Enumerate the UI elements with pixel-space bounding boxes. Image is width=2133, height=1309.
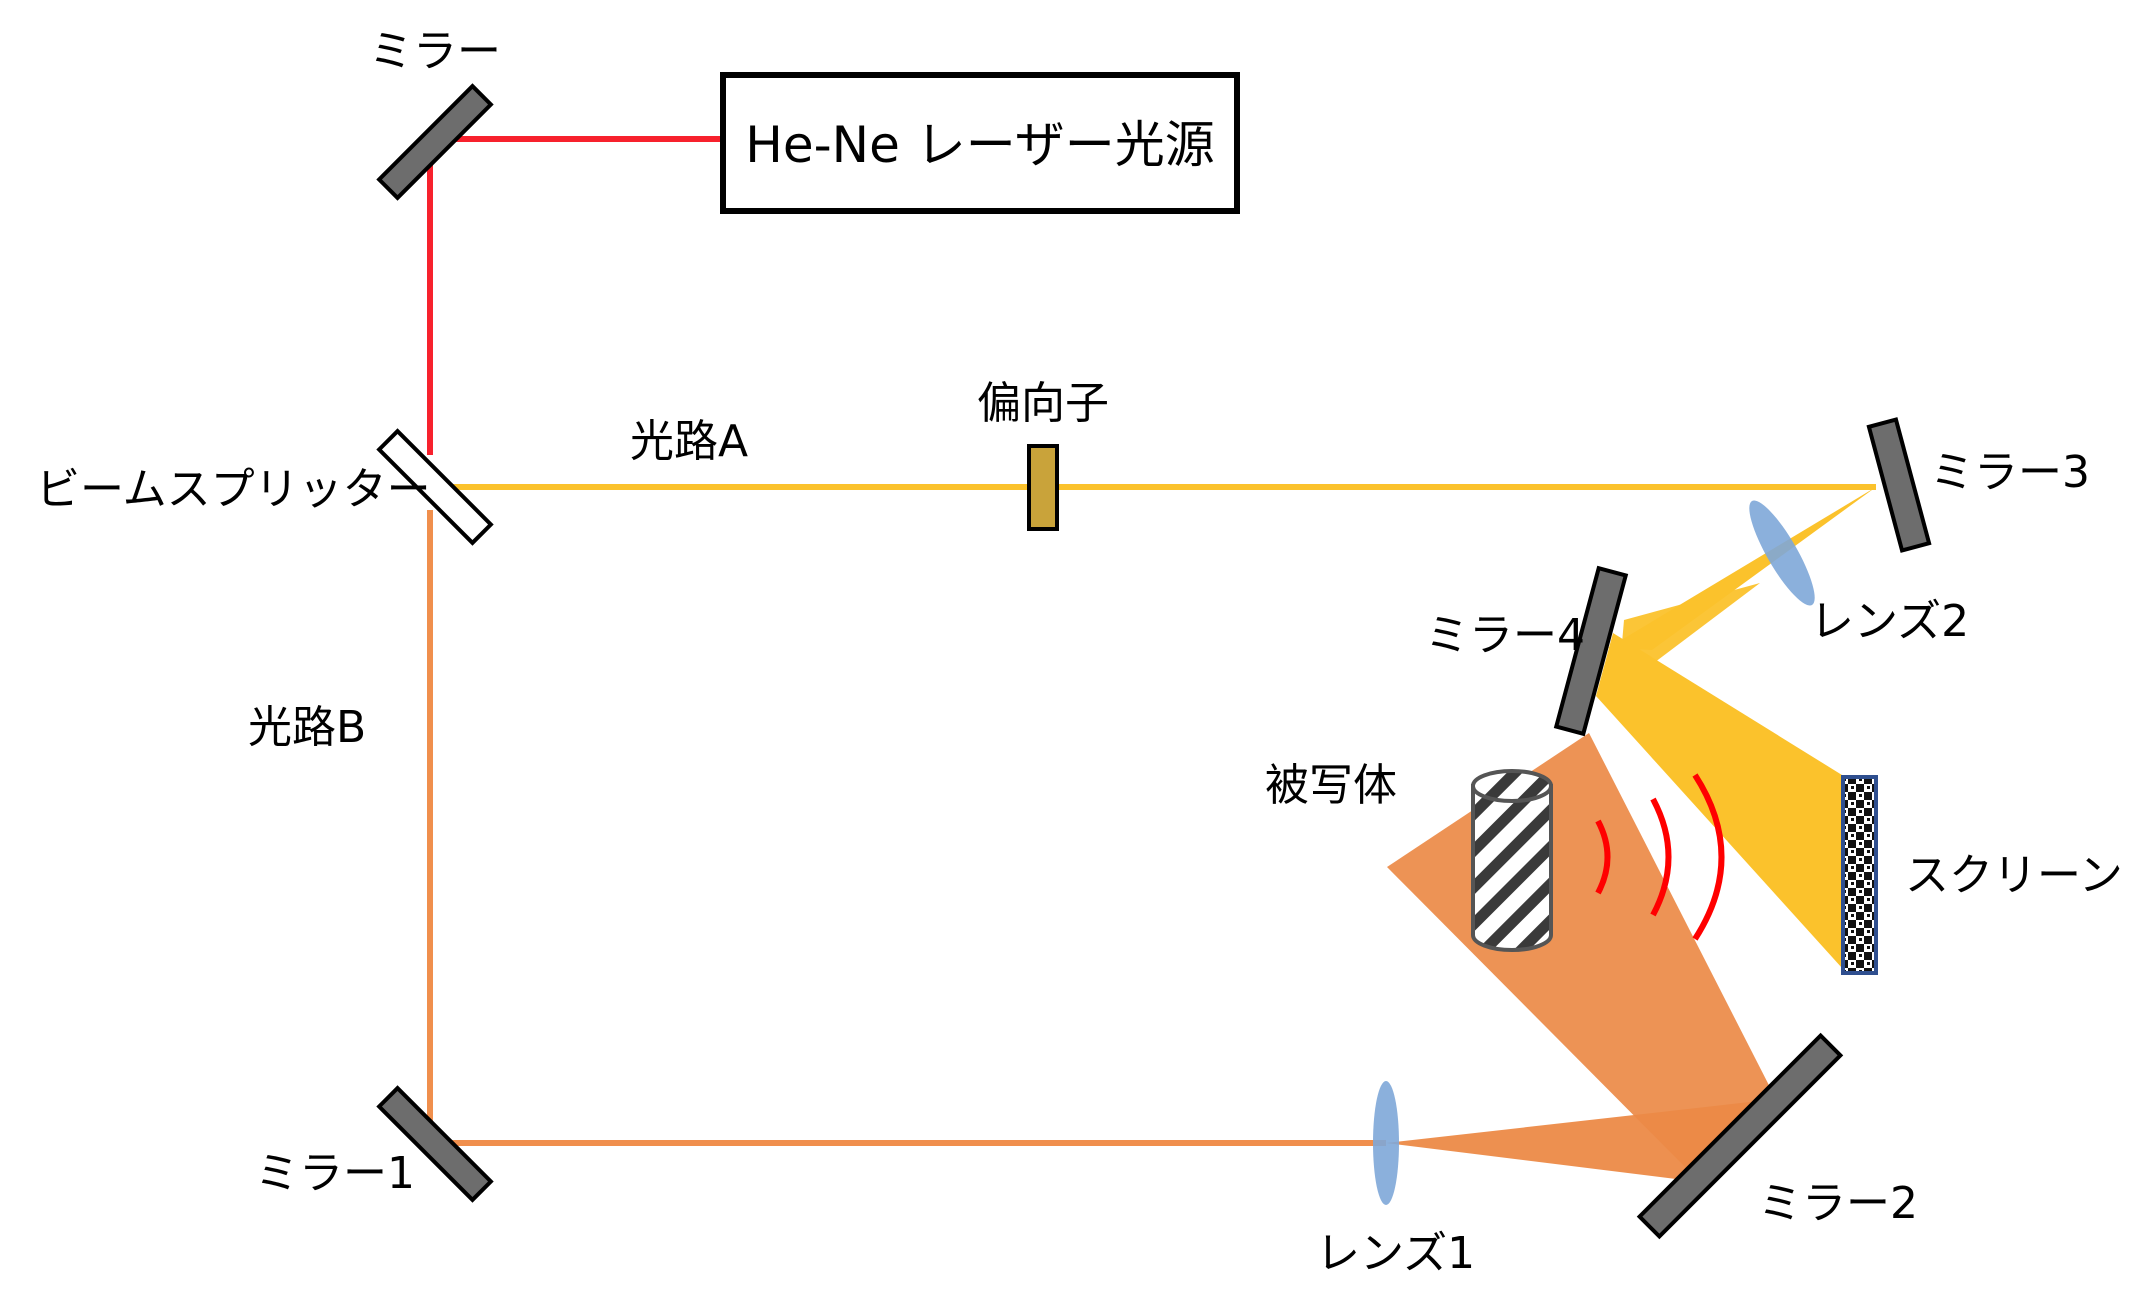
mirror-3-body xyxy=(1866,417,1932,553)
lens-1: レンズ1 xyxy=(1316,1081,1475,1279)
path-a-reference-beam-to-screen xyxy=(1596,633,1842,968)
mirror-1-label: ミラー1 xyxy=(255,1148,415,1199)
polarizer-body xyxy=(1027,444,1059,531)
beam-splitter-body xyxy=(376,428,494,546)
lens-1-label: レンズ1 xyxy=(1316,1228,1475,1279)
mirror-top-body xyxy=(376,83,494,201)
laser-source-label: He-Ne レーザー光源 xyxy=(745,116,1214,174)
mirror-2-body xyxy=(1636,1032,1844,1240)
mirror-2: ミラー2 xyxy=(1636,1032,1918,1240)
lens-1-body xyxy=(1373,1081,1399,1205)
mirror-4-body xyxy=(1553,565,1629,737)
wave-arc-1 xyxy=(1595,819,1611,895)
wave-arc-3 xyxy=(1692,773,1725,941)
screen-body xyxy=(1841,775,1878,975)
mirror-3-label: ミラー3 xyxy=(1930,447,2090,498)
object-cylinder-body xyxy=(1471,784,1553,952)
wave-arc-2 xyxy=(1650,797,1672,917)
mirror-1: ミラー1 xyxy=(255,1085,494,1203)
laser-beam-line xyxy=(427,136,722,455)
object-label: 被写体 xyxy=(1265,760,1397,811)
polarizer-label: 偏向子 xyxy=(977,378,1109,429)
mirror-top-label: ミラー xyxy=(369,26,501,77)
path-a-beam xyxy=(430,484,1876,968)
laser-source-box xyxy=(720,72,1240,214)
beam-splitter-label: ビームスプリッター xyxy=(36,464,431,515)
polarizer: 偏向子 xyxy=(977,378,1109,531)
laser-beam xyxy=(427,136,722,455)
laser-source: He-Ne レーザー光源 xyxy=(720,72,1240,214)
mirror-top: ミラー xyxy=(369,26,501,201)
object-cylinder: 被写体 xyxy=(1265,760,1553,952)
screen: スクリーン xyxy=(1841,775,2123,975)
mirror-3: ミラー3 xyxy=(1866,417,2090,553)
screen-label: スクリーン xyxy=(1905,850,2123,901)
path-a-label: 光路A xyxy=(630,416,748,467)
object-cylinder-top xyxy=(1471,769,1553,803)
beam-splitter: ビームスプリッター xyxy=(36,428,494,546)
mirror-4: ミラー4 xyxy=(1425,565,1629,737)
lens-2-body xyxy=(1749,500,1815,606)
lens-2: レンズ2 xyxy=(1749,500,1969,647)
mirror-1-body xyxy=(376,1085,494,1203)
scattered-waves xyxy=(1595,773,1725,941)
path-b-label: 光路B xyxy=(248,702,366,753)
mirror-2-label: ミラー2 xyxy=(1758,1178,1918,1229)
lens-2-label: レンズ2 xyxy=(1810,596,1969,647)
mirror-4-label: ミラー4 xyxy=(1425,610,1585,661)
